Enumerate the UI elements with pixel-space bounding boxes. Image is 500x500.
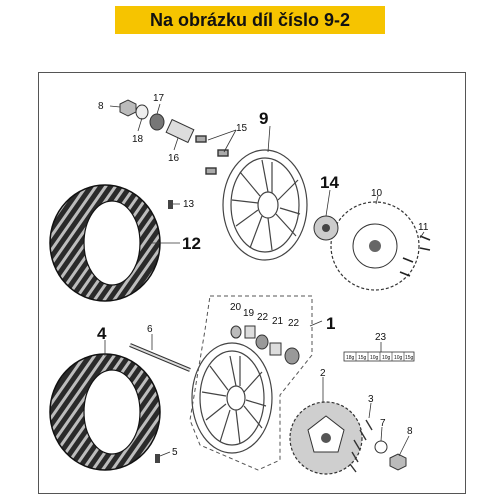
wheel-rim-lower [191, 342, 273, 454]
leader-lines [104, 103, 425, 457]
weight-strip: 18g 15g 10g 10g 10g 15g [343, 351, 415, 362]
callout-8-lower: 8 [407, 426, 413, 437]
valve [155, 454, 160, 463]
callout-1: 1 [326, 314, 335, 333]
bearing-set [230, 325, 300, 365]
callout-10: 10 [371, 188, 383, 199]
callout-5: 5 [172, 447, 178, 458]
front-wheel-assembly-box [189, 295, 313, 471]
callout-12: 12 [182, 234, 201, 253]
callout-6: 6 [147, 324, 153, 335]
callout-20: 20 [230, 302, 242, 313]
callout-18: 18 [132, 134, 144, 145]
diagram-frame [38, 72, 466, 494]
spacer-ring [135, 104, 149, 120]
weight-label-2: 15g [358, 355, 367, 361]
collar [165, 118, 195, 144]
disc-screws [349, 419, 373, 473]
callout-23: 23 [375, 332, 387, 343]
axle [129, 343, 191, 372]
washer [374, 440, 388, 454]
weight-label-1: 18g [346, 355, 355, 361]
callout-19: 19 [243, 308, 255, 319]
banner-title: Na obrázku díl číslo 9-2 [149, 9, 351, 30]
callout-14: 14 [320, 173, 339, 192]
weight-label-3: 10g [370, 355, 379, 361]
disc-bolts [399, 235, 431, 277]
callout-17: 17 [153, 93, 165, 104]
callout-13: 13 [183, 199, 195, 210]
axle-nut-lower [389, 453, 407, 471]
callout-22-a: 22 [257, 312, 269, 323]
callout-7: 7 [380, 418, 386, 429]
callout-11: 11 [418, 222, 429, 233]
callout-9: 9 [259, 109, 268, 128]
weight-label-4: 10g [382, 355, 391, 361]
tire-lower [49, 353, 161, 471]
callout-3: 3 [368, 394, 374, 405]
valve-upper [168, 200, 173, 209]
weight-label-5: 10g [394, 355, 403, 361]
weight-label-6: 15g [405, 355, 414, 361]
callout-22-b: 22 [288, 318, 300, 329]
bolt-set [195, 135, 229, 175]
brake-disc-lower [289, 401, 363, 475]
callout-16: 16 [168, 153, 180, 164]
tire-upper [49, 184, 161, 302]
wheel-rim-upper [222, 149, 308, 261]
axle-nut-upper [119, 99, 137, 117]
callout-2: 2 [320, 368, 326, 379]
callout-4: 4 [97, 324, 107, 343]
brake-disc-upper [330, 201, 420, 291]
callout-21: 21 [272, 316, 284, 327]
hub-flange [313, 215, 339, 241]
oil-seal [149, 113, 165, 131]
title-banner: Na obrázku díl číslo 9-2 [115, 6, 385, 34]
callout-15: 15 [236, 123, 248, 134]
callout-8-upper: 8 [98, 101, 104, 112]
